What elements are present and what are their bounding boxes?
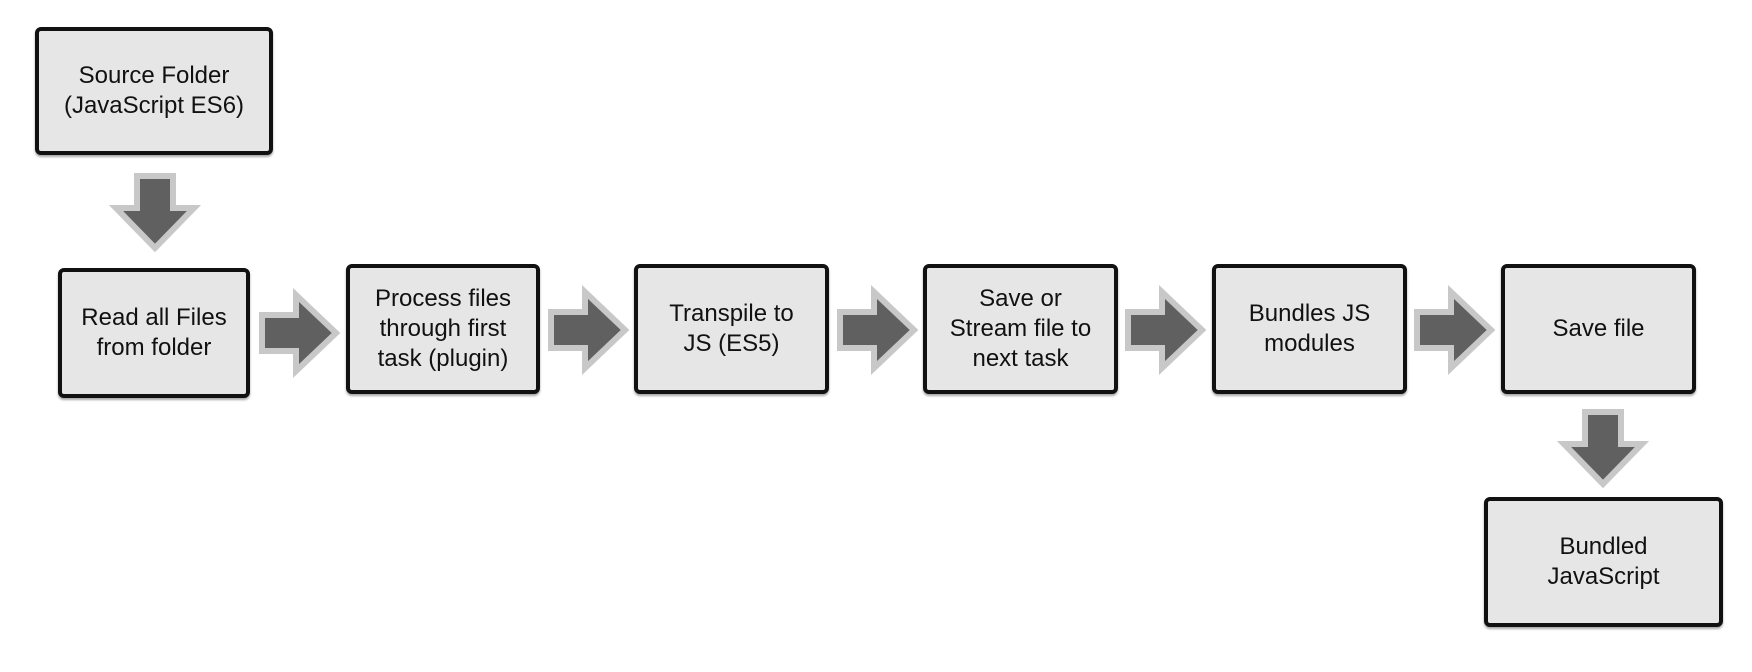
arrow-right-icon xyxy=(258,288,341,378)
node-save-stream-line-3: next task xyxy=(972,345,1069,372)
node-bundled-javascript-line-2: JavaScript xyxy=(1547,563,1660,590)
node-bundles-line-1: Bundles JS xyxy=(1248,300,1371,327)
node-source-folder: Source Folder (JavaScript ES6) xyxy=(35,27,273,155)
arrow-right-icon xyxy=(836,285,919,375)
node-save-stream-line-2: Stream file to xyxy=(949,315,1092,342)
node-process-files-line-1: Process files xyxy=(374,285,512,312)
node-save-stream-line-1: Save or xyxy=(979,285,1062,312)
node-read-files-line-1: Read all Files xyxy=(81,304,227,331)
node-process-files: Process files through first task (plugin… xyxy=(346,264,540,394)
arrow-right-icon xyxy=(547,285,630,375)
node-source-folder-line-1: Source Folder xyxy=(78,62,230,89)
node-save-file-line-1: Save file xyxy=(1552,315,1645,342)
node-transpile-line-2: JS (ES5) xyxy=(683,330,780,357)
node-source-folder-line-2: (JavaScript ES6) xyxy=(63,92,245,119)
node-bundled-javascript-line-1: Bundled xyxy=(1559,533,1648,560)
node-transpile-line-1: Transpile to xyxy=(669,300,794,327)
arrow-right-icon xyxy=(1413,285,1496,375)
node-bundles-line-2: modules xyxy=(1264,330,1355,357)
arrow-down-icon xyxy=(108,172,202,253)
node-read-files: Read all Files from folder xyxy=(58,268,250,398)
node-read-files-line-2: from folder xyxy=(96,334,212,361)
node-bundles: Bundles JS modules xyxy=(1212,264,1407,394)
arrow-down-icon xyxy=(1556,408,1650,489)
node-bundled-javascript: Bundled JavaScript xyxy=(1484,497,1723,627)
arrow-right-icon xyxy=(1124,285,1207,375)
node-process-files-line-2: through first xyxy=(379,315,507,342)
node-process-files-line-3: task (plugin) xyxy=(377,345,509,372)
node-save-stream: Save or Stream file to next task xyxy=(923,264,1118,394)
node-transpile: Transpile to JS (ES5) xyxy=(634,264,829,394)
node-save-file: Save file xyxy=(1501,264,1696,394)
